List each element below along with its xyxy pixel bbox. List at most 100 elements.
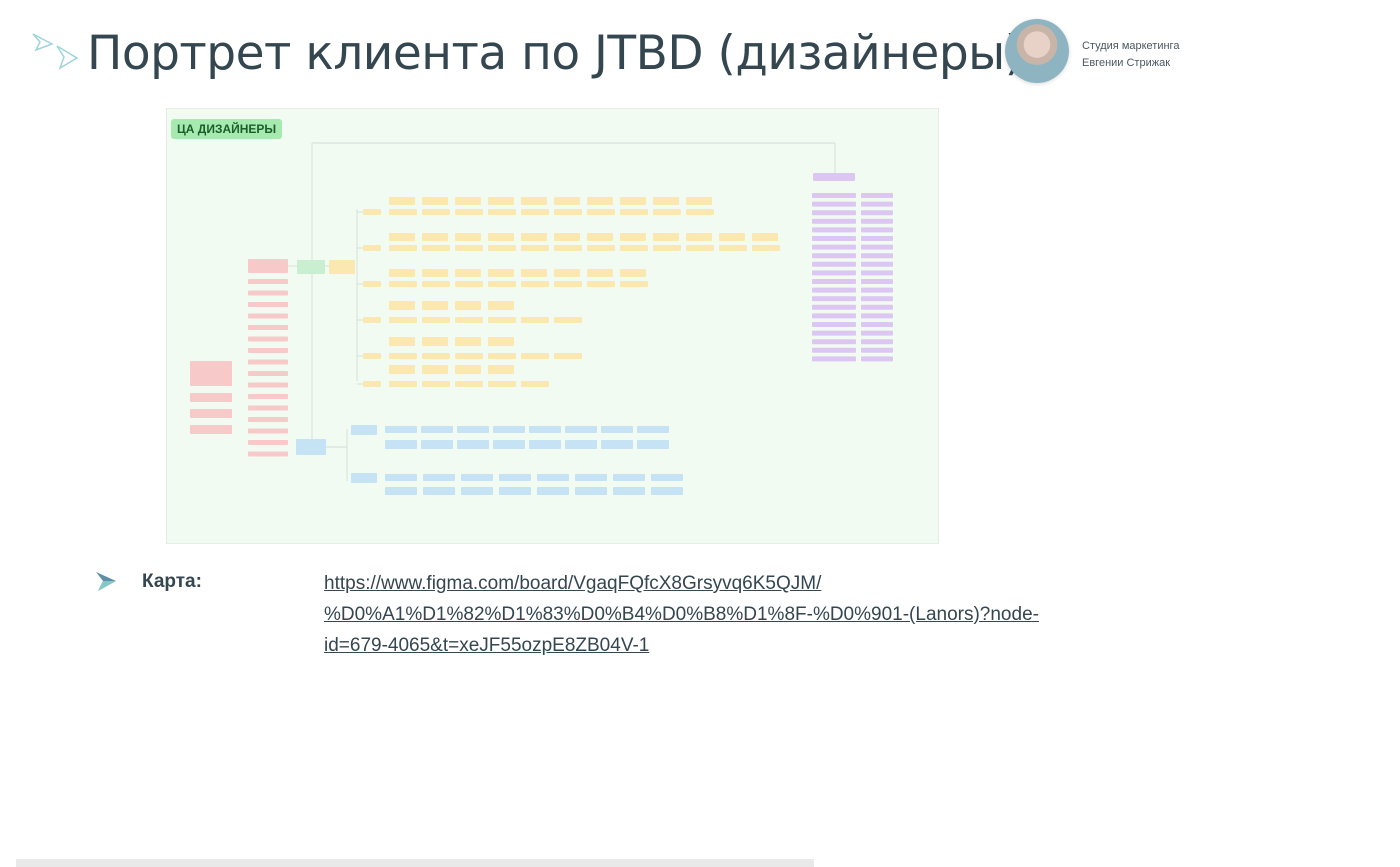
- figma-map-link[interactable]: https://www.figma.com/board/VgaqFQfcX8Gr…: [324, 568, 1064, 661]
- node-yellow: [587, 281, 615, 287]
- node-yellow: [488, 245, 516, 251]
- node-yellow: [389, 245, 417, 251]
- node-purple: [861, 227, 893, 233]
- node-purple: [812, 279, 856, 284]
- studio-line-2: Евгении Стрижак: [1082, 57, 1171, 69]
- link-line-1[interactable]: https://www.figma.com/board/VgaqFQfcX8Gr…: [324, 573, 822, 594]
- node-purple: [861, 313, 893, 319]
- node-blue: [499, 487, 531, 495]
- node-yellow: [752, 233, 778, 241]
- node-yellow: [422, 337, 448, 346]
- node-yellow: [389, 317, 417, 323]
- node-purple: [861, 201, 893, 207]
- node-red: [248, 428, 288, 434]
- node-blue: [351, 473, 377, 483]
- node-purple: [812, 244, 856, 250]
- node-yellow: [620, 197, 646, 205]
- node-blue: [637, 426, 669, 433]
- node-yellow: [488, 381, 516, 387]
- node-purple: [812, 330, 856, 336]
- node-blue: [421, 426, 453, 433]
- node-yellow: [686, 233, 712, 241]
- node-yellow: [653, 233, 679, 241]
- node-yellow: [422, 365, 448, 374]
- studio-line-1: Студия маркетинга: [1082, 40, 1180, 52]
- node-purple: [861, 210, 893, 216]
- node-green: [297, 260, 325, 274]
- node-yellow: [587, 233, 613, 241]
- node-purple: [861, 330, 893, 336]
- node-yellow: [488, 209, 516, 215]
- node-yellow: [422, 269, 448, 277]
- arrow-bullet-icon: [94, 569, 118, 593]
- node-purple: [812, 201, 856, 207]
- link-line-2[interactable]: %D0%A1%D1%82%D1%83%D0%B4%D0%B8%D1%8F-%D0…: [324, 604, 1039, 625]
- node-red: [190, 409, 232, 418]
- node-yellow: [554, 281, 582, 287]
- node-yellow: [455, 233, 481, 241]
- studio-name: Студия маркетинга Евгении Стрижак: [1082, 38, 1179, 72]
- node-yellow: [455, 269, 481, 277]
- node-yellow: [422, 197, 448, 205]
- node-yellow: [422, 381, 450, 387]
- node-yellow: [422, 281, 450, 287]
- node-yellow: [488, 281, 516, 287]
- link-line-3[interactable]: id=679-4065&t=xeJF55ozpE8ZB04V-1: [324, 635, 650, 656]
- node-blue: [565, 426, 597, 433]
- node-yellow: [422, 317, 450, 323]
- node-yellow: [620, 269, 646, 277]
- node-blue: [499, 474, 531, 481]
- node-blue: [637, 440, 669, 449]
- node-purple: [812, 339, 856, 345]
- node-blue: [423, 474, 455, 481]
- node-red: [190, 377, 232, 386]
- node-yellow: [455, 365, 481, 374]
- node-purple: [812, 236, 856, 241]
- node-blue: [575, 487, 607, 495]
- node-yellow: [686, 245, 714, 251]
- node-yellow: [455, 245, 483, 251]
- node-purple: [812, 322, 856, 327]
- node-purple: [861, 218, 893, 224]
- node-blue: [651, 487, 683, 495]
- node-purple: [812, 296, 856, 302]
- node-yellow: [488, 197, 514, 205]
- node-yellow: [620, 233, 646, 241]
- node-purple: [812, 304, 856, 310]
- node-red: [248, 325, 288, 330]
- node-blue: [575, 474, 607, 481]
- node-yellow: [422, 301, 448, 310]
- node-yellow: [455, 353, 483, 359]
- avatar: [1005, 19, 1069, 83]
- node-purple: [812, 253, 856, 259]
- node-purple: [861, 322, 893, 327]
- node-red: [190, 393, 232, 402]
- node-purple: [812, 193, 856, 198]
- node-yellow: [363, 209, 381, 215]
- node-red: [248, 348, 288, 353]
- node-yellow: [389, 197, 415, 205]
- node-yellow: [587, 269, 613, 277]
- node-yellow: [363, 381, 381, 387]
- node-yellow: [488, 353, 516, 359]
- node-red: [248, 336, 288, 342]
- map-label: Карта:: [142, 571, 202, 592]
- node-yellow: [554, 353, 582, 359]
- jtbd-board-preview[interactable]: ЦА ДИЗАЙНЕРЫ: [166, 108, 939, 544]
- node-blue: [461, 487, 493, 495]
- node-yellow: [389, 209, 417, 215]
- node-yellow: [587, 197, 613, 205]
- node-yellow: [554, 269, 580, 277]
- node-yellow: [554, 197, 580, 205]
- node-purple: [812, 356, 856, 362]
- node-red: [248, 279, 288, 284]
- node-yellow: [389, 381, 417, 387]
- node-red: [248, 382, 288, 388]
- node-yellow: [389, 301, 415, 310]
- node-blue: [423, 487, 455, 495]
- node-red: [190, 425, 232, 434]
- node-purple: [861, 287, 893, 293]
- node-purple: [812, 270, 856, 276]
- horizontal-scrollbar[interactable]: [16, 859, 814, 867]
- node-blue: [457, 426, 489, 433]
